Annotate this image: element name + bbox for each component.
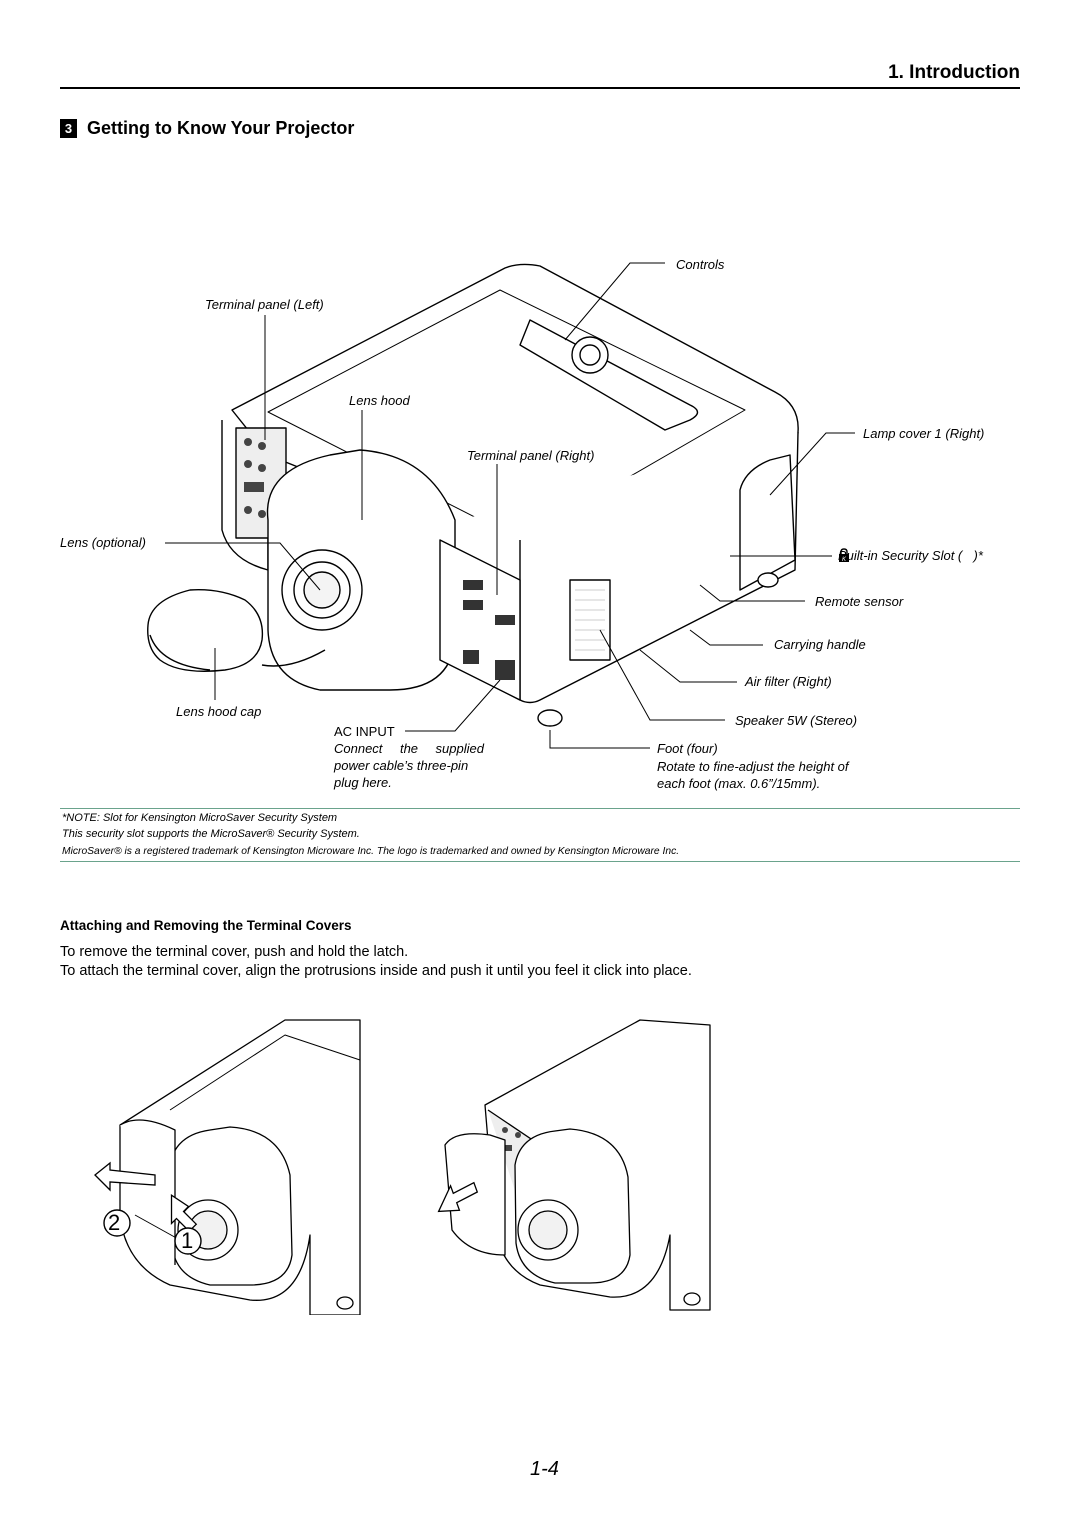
label-lens-hood-cap: Lens hood cap: [176, 704, 262, 719]
projector-illustration: [147, 262, 855, 749]
step-2-label: 2: [108, 1210, 121, 1235]
label-carrying-handle: Carrying handle: [774, 637, 866, 652]
label-terminal-panel-right: Terminal panel (Right): [467, 448, 595, 463]
section-title: Getting to Know Your Projector: [87, 118, 355, 138]
projector-diagram: Controls Terminal panel (Left) Lens hood…: [60, 257, 985, 792]
terminal-cover-removal-illustration: [80, 1015, 380, 1316]
ac-input-desc-line: power cable’s three-pin: [334, 758, 469, 773]
kensington-note: *NOTE: Slot for Kensington MicroSaver Se…: [60, 808, 1020, 862]
remove-instruction: To remove the terminal cover, push and h…: [60, 944, 409, 960]
label-air-filter: Air filter (Right): [745, 674, 832, 689]
note-line-3: MicroSaver® is a registered trademark of…: [62, 846, 680, 857]
ac-input-desc-line: Connect the supplied: [334, 741, 484, 756]
foot-desc-line: each foot (max. 0.6”/15mm).: [657, 776, 821, 791]
page-number: 1-4: [530, 1458, 559, 1480]
label-terminal-panel-left: Terminal panel (Left): [205, 297, 324, 312]
terminal-cover-attach-illustration: [430, 1015, 715, 1315]
label-lens-hood: Lens hood: [349, 393, 410, 408]
chapter-title: 1. Introduction: [888, 62, 1020, 83]
step-1-label: 1: [181, 1228, 194, 1253]
chapter-rule: [60, 87, 1020, 89]
ac-input-description: Connect the supplied power cable’s three…: [334, 740, 484, 791]
svg-text:K: K: [842, 557, 847, 563]
ac-input-desc-line: plug here.: [334, 775, 392, 790]
attach-instruction: To attach the terminal cover, align the …: [60, 963, 692, 979]
foot-desc-line: Rotate to fine-adjust the height of: [657, 759, 849, 774]
section-marker: 3: [60, 119, 77, 138]
note-line-2: This security slot supports the MicroSav…: [62, 828, 360, 840]
note-line-1: *NOTE: Slot for Kensington MicroSaver Se…: [62, 812, 338, 824]
label-speaker: Speaker 5W (Stereo): [735, 713, 858, 728]
label-lamp-cover: Lamp cover 1 (Right): [863, 426, 985, 441]
label-security-slot: Built-in Security Slot ( K )*: [838, 548, 983, 563]
label-remote-sensor: Remote sensor: [815, 594, 904, 609]
step-2-number: 2: [103, 1209, 131, 1237]
label-lens-optional: Lens (optional): [60, 535, 146, 550]
label-security-slot-text: Built-in Security Slot (: [838, 548, 963, 563]
label-foot: Foot (four): [657, 741, 718, 756]
step-1-number: 1: [174, 1227, 202, 1255]
terminal-covers-heading: Attaching and Removing the Terminal Cove…: [60, 918, 352, 933]
label-controls: Controls: [676, 257, 725, 272]
label-security-slot-suffix: )*: [973, 548, 983, 563]
section-heading: 3 Getting to Know Your Projector: [60, 118, 354, 139]
foot-description: Rotate to fine-adjust the height of each…: [657, 758, 887, 792]
label-ac-input: AC INPUT: [334, 724, 395, 739]
